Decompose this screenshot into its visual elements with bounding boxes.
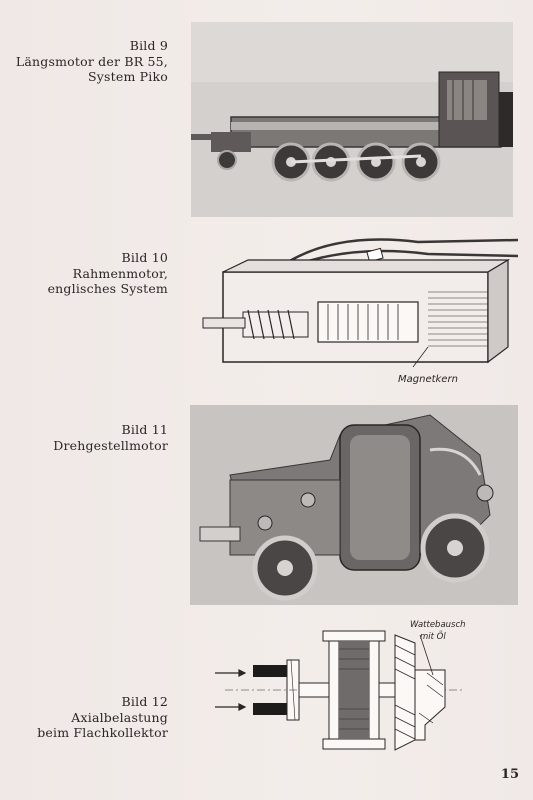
mit-oel-label: mit Öl bbox=[420, 631, 446, 642]
figure-11-image bbox=[190, 405, 518, 605]
figure-12-title-line2: beim Flachkollektor bbox=[37, 725, 168, 740]
figure-12-caption: Bild 12 Axialbelastung beim Flachkollekt… bbox=[37, 694, 168, 741]
wattebausch-label: Wattebausch bbox=[410, 620, 466, 630]
page-number: 15 bbox=[500, 767, 519, 782]
figure-11-caption: Bild 11 Drehgestellmotor bbox=[53, 422, 168, 453]
figure-9-image bbox=[191, 22, 513, 217]
figure-12-number: Bild 12 bbox=[121, 694, 168, 709]
figure-10-number: Bild 10 bbox=[121, 250, 168, 265]
axial-load-diagram-icon: Wattebausch mit Öl bbox=[215, 620, 466, 751]
locomotive-chassis-icon bbox=[191, 22, 513, 217]
figure-11-number: Bild 11 bbox=[121, 422, 168, 437]
figure-9-title-line2: System Piko bbox=[88, 69, 168, 84]
figure-9-title-line1: Längsmotor der BR 55, bbox=[15, 53, 168, 69]
frame-motor-icon: Magnetkern bbox=[202, 238, 518, 385]
figure-9-caption: Bild 9 Längsmotor der BR 55, System Piko bbox=[16, 38, 168, 85]
bogie-motor-icon bbox=[190, 405, 518, 605]
figure-9-number: Bild 9 bbox=[129, 38, 168, 53]
figure-10-caption: Bild 10 Rahmenmotor, englisches System bbox=[48, 250, 168, 297]
figure-12-image: Wattebausch mit Öl bbox=[205, 615, 480, 755]
figure-10-title-line2: englisches System bbox=[47, 281, 168, 296]
magnetkern-label: Magnetkern bbox=[398, 374, 458, 385]
figure-11-title: Drehgestellmotor bbox=[53, 437, 168, 453]
figure-10-image: Magnetkern bbox=[188, 232, 518, 392]
figure-10-title-line1: Rahmenmotor, bbox=[72, 265, 168, 281]
figure-12-title-line1: Axialbelastung bbox=[71, 709, 168, 725]
